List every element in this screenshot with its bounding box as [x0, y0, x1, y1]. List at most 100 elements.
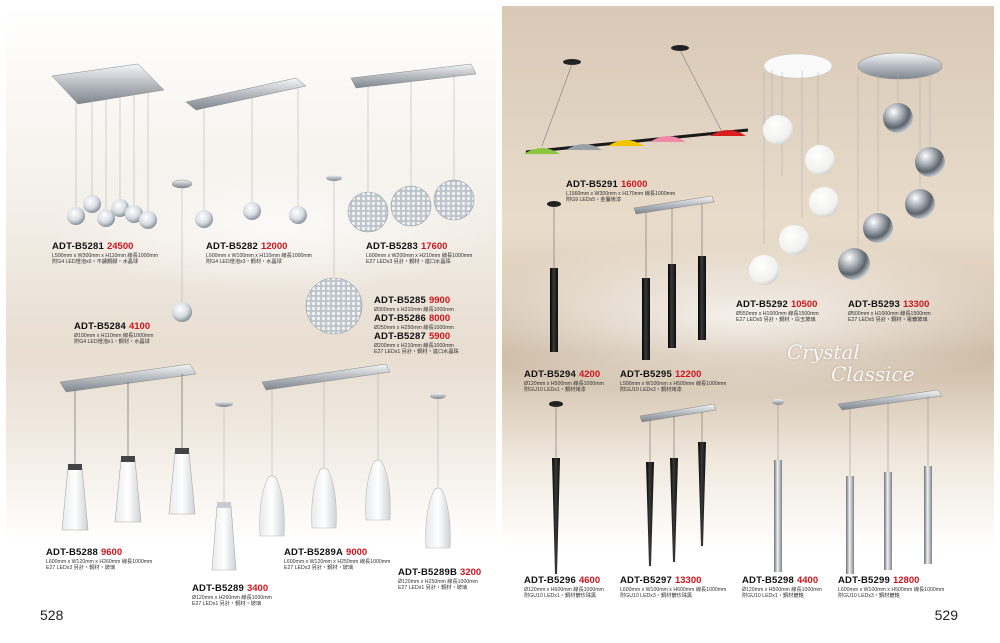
- product-dimensions: Ø100mm x H110mm 線長1000mm: [74, 333, 154, 340]
- product-materials: E27 LEDx5 另計・鋼材・白玉玻璃: [736, 317, 816, 324]
- product-code: ADT-B5289A: [284, 547, 344, 558]
- product-code: ADT-B5289B: [398, 567, 458, 578]
- product-materials: E27 LEDx5 另計・鋼材・電鍍玻璃: [848, 317, 928, 324]
- product-materials: 附GU10 LEDx3・鋼材烤漆: [620, 387, 682, 394]
- product-code: ADT-B5297: [620, 575, 672, 586]
- page-number-right: 529: [934, 607, 958, 623]
- left-page-illustrations: [51, 63, 477, 571]
- product-code: ADT-B5285: [374, 295, 426, 306]
- lamp-b5289a-illustration: [259, 363, 391, 537]
- product-code: ADT-B5289: [192, 583, 244, 594]
- page-number-left: 528: [40, 607, 64, 623]
- product-materials: 附GU10 LEDx3・鋼材鍍鉻: [838, 593, 900, 600]
- product-price: 24500: [106, 241, 134, 252]
- product-price: 3400: [246, 583, 269, 594]
- product-code: ADT-B5298: [742, 575, 794, 586]
- background-swoosh: [502, 236, 994, 396]
- lamp-b5296-illustration: [549, 401, 563, 574]
- product-materials: 附GU10 LEDx1・鋼材鍍珍珠黑: [524, 593, 597, 600]
- product-materials: E27 LEDx3 另計・鋼材・玻璃: [46, 565, 116, 572]
- product-price: 9600: [100, 547, 123, 558]
- product-code: ADT-B5281: [52, 241, 104, 252]
- product-code: ADT-B5299: [838, 575, 890, 586]
- lamp-b5294-illustration: [547, 201, 561, 352]
- lamp-b5295-illustration: [633, 195, 715, 360]
- product-price: 8000: [428, 313, 451, 324]
- product-materials: 附GU10 LEDx1・鋼材烤漆: [524, 387, 586, 394]
- lamp-b5288-illustration: [59, 363, 197, 531]
- product-price: 4100: [128, 321, 151, 332]
- product-price: 17600: [420, 241, 448, 252]
- product-price: 4400: [796, 575, 819, 586]
- product-dimensions: Ø250mm x H250mm 線長1000mm: [374, 325, 454, 332]
- product-materials: 附G4 LED燈泡x1・鋼材・水晶球: [74, 339, 150, 346]
- script-line-1: Crystal: [787, 340, 860, 364]
- product-dimensions: L600mm x W100mm x H500mm 線長1000mm: [838, 587, 945, 594]
- product-code: ADT-B5291: [566, 179, 618, 190]
- lamp-b5282-illustration: [185, 77, 307, 228]
- product-dimensions: L1560mm x W300mm x H170mm 線長1000mm: [566, 191, 676, 198]
- lamp-b5298-illustration: [772, 399, 784, 572]
- product-price: 9000: [346, 547, 368, 558]
- product-code: ADT-B5283: [366, 241, 418, 252]
- product-price: 13300: [902, 299, 930, 310]
- product-price: 12000: [260, 241, 288, 252]
- product-dimensions: L600mm x W120mm x H250mm 線長1000mm: [284, 559, 391, 566]
- product-dimensions: L500mm x W300mm x H110mm 線長1000mm: [52, 253, 158, 260]
- product-dimensions: Ø120mm x H260mm 線長1000mm: [192, 595, 272, 602]
- product-dimensions: L600mm x W120mm x H260mm 線長1000mm: [46, 559, 153, 566]
- background-swoosh: [46, 156, 496, 296]
- product-code: ADT-B5286: [374, 313, 426, 324]
- lamp-b5289b-illustration: [425, 393, 451, 549]
- product-dimensions: Ø120mm x H250mm 線長1000mm: [398, 579, 478, 586]
- product-code: ADT-B5284: [74, 321, 126, 332]
- lamp-b5285-illustration: [305, 175, 363, 335]
- product-materials: E27 LEDx1 另計・鋼材・玻璃: [398, 585, 468, 592]
- product-dimensions: Ø500mm x H1000mm 線長1500mm: [848, 311, 931, 318]
- product-dimensions: Ø300mm x H310mm 線長1000mm: [374, 307, 454, 314]
- product-code: ADT-B5294: [524, 369, 576, 380]
- product-dimensions: L600mm x W100mm x H600mm 線長1000mm: [620, 587, 727, 594]
- product-price: 16000: [620, 179, 648, 190]
- product-dimensions: Ø120mm x H500mm 線長1000mm: [742, 587, 822, 594]
- product-price: 12200: [674, 369, 702, 380]
- script-line-2: Classice: [831, 362, 915, 386]
- product-price: 12800: [892, 575, 920, 586]
- product-code: ADT-B5282: [206, 241, 258, 252]
- lamp-b5289-illustration: [211, 401, 237, 571]
- product-price: 4200: [578, 369, 601, 380]
- product-dimensions: L600mm x W200mm x H210mm 線長1000mm: [366, 253, 473, 260]
- crystal-classice-script: Crystal Classice: [787, 341, 915, 385]
- product-materials: E27 LEDx3 另計・鋼材・玻璃: [284, 565, 354, 572]
- product-materials: E27 LEDx1 另計・鋼材・玻璃: [192, 601, 262, 608]
- lamp-b5293-illustration: [838, 52, 945, 280]
- product-dimensions: Ø200mm x H210mm 線長1000mm: [374, 343, 454, 350]
- product-price: 10500: [790, 299, 818, 310]
- product-dimensions: Ø120mm x H500mm 線長1000mm: [524, 381, 604, 388]
- product-materials: E27 LEDx3 另計・鋼材・進口水晶珠: [366, 259, 451, 266]
- lamp-b5297-illustration: [639, 403, 717, 566]
- lamp-b5291-illustration: [524, 45, 749, 154]
- lamp-b5284-illustration: [171, 179, 193, 322]
- product-price: 3200: [460, 567, 482, 578]
- product-code: ADT-B5296: [524, 575, 576, 586]
- product-materials: 附G9 LEDx5・金屬烤漆: [566, 197, 622, 204]
- product-dimensions: L500mm x W100mm x H500mm 線長1000mm: [620, 381, 727, 388]
- product-materials: 附GU10 LEDx1・鋼材鍍鉻: [742, 593, 804, 600]
- product-code: ADT-B5293: [848, 299, 900, 310]
- lamp-b5283-illustration: [347, 63, 477, 233]
